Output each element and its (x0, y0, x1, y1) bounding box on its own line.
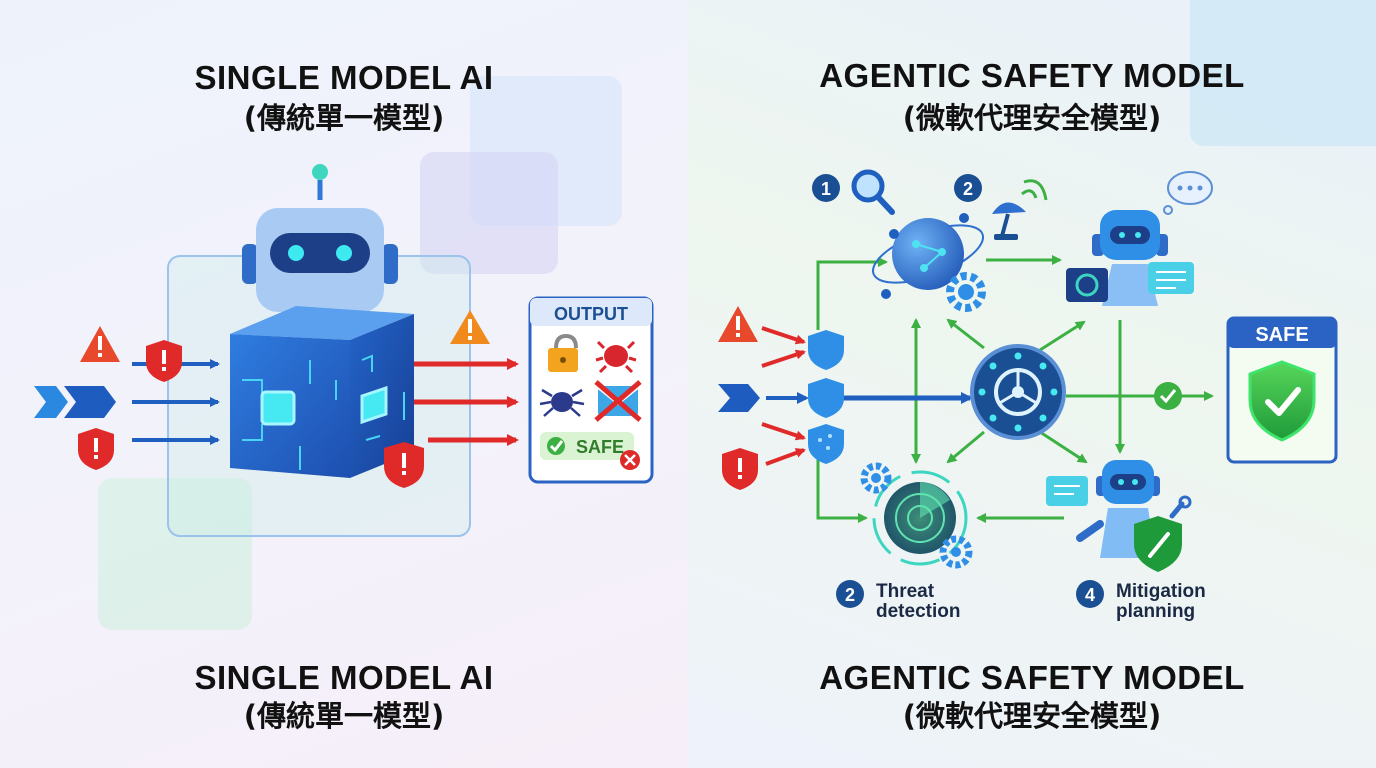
safe-shield-icon (1248, 360, 1316, 442)
step-badge-1: 1 (812, 174, 840, 202)
step-number: 2 (845, 585, 855, 605)
step-badge-2-threat: 2 (836, 580, 864, 608)
safe-output-card: SAFE (1226, 316, 1338, 464)
flow-line (816, 257, 888, 330)
right-title: AGENTIC SAFETY MODEL (819, 57, 1245, 94)
malware-bug-icon (595, 340, 637, 374)
left-bottom-subtitle: (傳統單一模型) (243, 699, 445, 733)
shield-wrench-icon (1134, 495, 1192, 572)
unlocked-padlock-icon (548, 333, 578, 372)
check-circle-icon (1154, 382, 1182, 410)
left-title: SINGLE MODEL AI (194, 59, 494, 96)
step-number: 1 (821, 179, 831, 199)
model-cube-icon (230, 306, 414, 478)
safe-badge-text: SAFE (576, 437, 624, 457)
step-number: 2 (963, 179, 973, 199)
radar-icon (872, 470, 968, 566)
false-safe-badge: SAFE (540, 432, 640, 470)
right-subtitle: (微軟代理安全模型) (902, 101, 1162, 135)
blue-shield-icon (808, 378, 844, 418)
threat-detection-line2: detection (876, 601, 961, 622)
input-chevron-icon (34, 386, 116, 418)
central-orchestrator-icon (970, 344, 1066, 440)
warning-triangle-icon (450, 310, 490, 344)
mitigation-planning-label: Mitigation planning (1116, 582, 1206, 622)
mitigation-line1: Mitigation (1116, 581, 1206, 602)
blocked-mail-icon (594, 380, 642, 422)
single-model-panel: SINGLE MODEL AI (傳統單一模型) SINGLE MODEL AI… (0, 0, 688, 768)
single-model-diagram: OUTPUT (34, 164, 654, 537)
warning-triangle-icon (80, 326, 120, 362)
threat-arrow (761, 349, 806, 368)
mitigation-line2: planning (1116, 601, 1196, 622)
chat-bubble-icon (1148, 262, 1194, 294)
magnifier-icon (851, 169, 895, 215)
flow-line (946, 430, 985, 464)
step-badge-4-mitigation: 4 (1076, 580, 1104, 608)
alert-shield-icon (146, 340, 182, 382)
robot-agent-icon (1092, 210, 1168, 306)
right-bottom-title: AGENTIC SAFETY MODEL (819, 659, 1245, 696)
agentic-safety-diagram: 1 2 (718, 169, 1338, 608)
threat-arrow (765, 448, 806, 466)
decor-square (1190, 0, 1376, 146)
safe-card-label: SAFE (1255, 324, 1308, 346)
gear-icon (860, 462, 892, 494)
alert-shield-icon (722, 448, 758, 490)
alert-shield-icon (78, 428, 114, 470)
step-badge-2: 2 (954, 174, 982, 202)
gear-icon (946, 272, 986, 312)
decor-square (420, 152, 558, 274)
monitor-icon (1066, 268, 1108, 302)
globe-agent-icon (871, 213, 985, 299)
threat-detection-line1: Threat (876, 581, 935, 602)
input-chevron-icon (718, 384, 760, 412)
agentic-safety-panel: AGENTIC SAFETY MODEL (微軟代理安全模型) AGENTIC … (688, 0, 1376, 768)
flow-line (816, 450, 868, 523)
flow-line (1039, 320, 1086, 352)
threat-detection-label: Threat detection (876, 582, 960, 622)
right-bottom-subtitle: (微軟代理安全模型) (902, 699, 1162, 733)
threat-arrow (761, 422, 806, 441)
step-number: 4 (1085, 585, 1095, 605)
thought-bubble-icon (1163, 171, 1213, 215)
output-card: OUTPUT (528, 296, 654, 484)
flow-line (946, 318, 985, 350)
threat-arrow (761, 326, 806, 345)
left-subtitle: (傳統單一模型) (243, 101, 445, 135)
warning-triangle-icon (718, 306, 758, 342)
output-label: OUTPUT (554, 304, 628, 324)
gear-icon (939, 535, 973, 569)
satellite-dish-icon (992, 179, 1048, 240)
alert-shield-icon (384, 442, 424, 488)
blue-shield-icon (808, 330, 844, 370)
decor-square (98, 478, 252, 630)
spider-icon (539, 388, 585, 417)
chat-bubble-icon (1046, 476, 1088, 506)
blue-shield-icon (808, 424, 844, 464)
left-bottom-title: SINGLE MODEL AI (194, 659, 494, 696)
flow-line (1039, 430, 1088, 464)
robot-head-icon (242, 164, 398, 312)
